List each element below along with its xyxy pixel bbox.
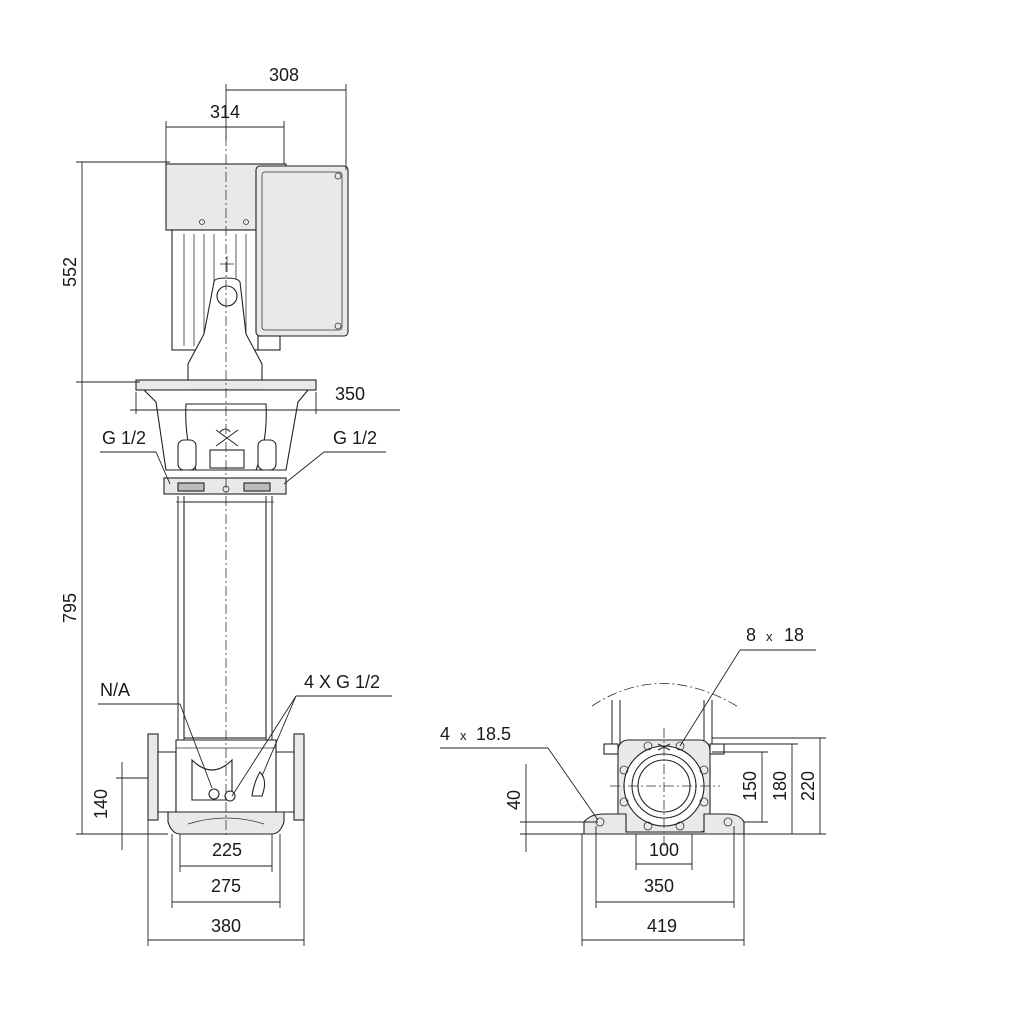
motor-screw-left (199, 219, 205, 225)
motor-screw-right (243, 219, 249, 225)
dim-552: 552 (60, 257, 80, 287)
cable-gland (257, 335, 281, 351)
dim-314: 314 (210, 102, 240, 122)
label-drain: 4 X G 1/2 (304, 672, 380, 692)
lifting-eye (216, 285, 238, 307)
side-dimensions: 8 x 18 4 x 18.5 40 150 180 220 100 (440, 625, 826, 946)
dim-419: 419 (647, 916, 677, 936)
dim-350-side: 350 (644, 876, 674, 896)
side-vent-right (709, 743, 725, 755)
inlet-port-left (157, 751, 177, 813)
front-dimensions: 308 314 552 795 350 140 225 275 (60, 65, 400, 946)
terminal-screw-2 (334, 322, 342, 330)
times-sign-2: x (460, 728, 467, 743)
side-arc-centerline (591, 683, 741, 709)
drain-plug-left (208, 788, 220, 800)
priming-port (251, 771, 266, 797)
vent-plug-left (177, 482, 205, 492)
dim-350-top: 350 (335, 384, 365, 404)
head-bolt-boss-right (257, 439, 277, 471)
flange-bolt-holes (619, 741, 709, 831)
dim-308: 308 (269, 65, 299, 85)
dim-18: 18 (784, 625, 804, 645)
side-base (583, 813, 745, 835)
drain-plug-right (224, 790, 236, 802)
side-view (583, 683, 745, 848)
terminal-box (255, 165, 349, 337)
dim-4: 4 (440, 724, 450, 744)
inlet-port-right (275, 751, 295, 813)
terminal-screw-1 (334, 172, 342, 180)
motor-stool (187, 277, 263, 389)
dim-275: 275 (211, 876, 241, 896)
dim-225: 225 (212, 840, 242, 860)
times-sign-1: x (766, 629, 773, 644)
inlet-flange-right (293, 733, 305, 821)
dim-18-5: 18.5 (476, 724, 511, 744)
dim-380: 380 (211, 916, 241, 936)
pump-sleeve (183, 501, 267, 739)
vent-plug-right (243, 482, 271, 492)
dim-150: 150 (740, 771, 760, 801)
label-g-left: G 1/2 (102, 428, 146, 448)
terminal-box-lid (261, 171, 343, 331)
pump-neck (209, 449, 245, 469)
side-vent-left (603, 743, 619, 755)
dim-140: 140 (91, 789, 111, 819)
front-view (135, 136, 349, 836)
dim-220: 220 (798, 771, 818, 801)
dim-8: 8 (746, 625, 756, 645)
dim-100: 100 (649, 840, 679, 860)
dim-40: 40 (504, 790, 524, 810)
front-callouts: G 1/2 G 1/2 N/A 4 X G 1/2 (98, 428, 392, 797)
foot-hole-right (723, 817, 733, 827)
dim-180: 180 (770, 771, 790, 801)
head-bolt-boss-left (177, 439, 197, 471)
label-na: N/A (100, 680, 130, 700)
grundfos-logo-icon (215, 428, 239, 447)
dim-795: 795 (60, 593, 80, 623)
label-g-right: G 1/2 (333, 428, 377, 448)
inlet-flange-left (147, 733, 159, 821)
base-arch (187, 817, 265, 825)
